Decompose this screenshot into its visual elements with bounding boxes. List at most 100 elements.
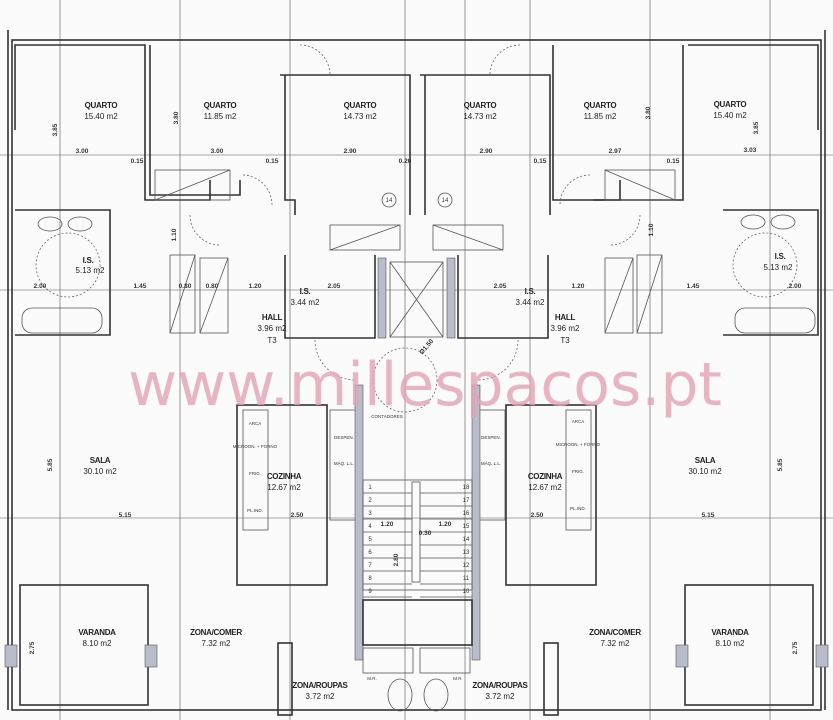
room-area: 15.40 m2 [713,111,747,120]
stair-step-number: 8 [368,576,372,582]
mr-label: M.R. [367,676,377,681]
dimension: 0.80 [179,283,192,290]
dimension: 3.80 [173,111,180,124]
unit-type: T3 [267,336,277,345]
dimension: 2.80 [393,553,400,566]
dimension: 5.85 [47,458,54,471]
section-markers: 14 14 [381,192,453,208]
room-name: I.S. [83,256,94,265]
room-area: 14.73 m2 [343,112,377,121]
stair-step-number: 1 [368,485,372,491]
room-name: SALA [695,456,716,465]
room-area: 30.10 m2 [83,467,117,476]
stair-step-number: 4 [368,524,372,530]
laundry-machine-label: MÁQ. L.L. [481,460,501,466]
freezer-label: ARCA [249,421,262,426]
room-area: 5.13 m2 [764,263,793,272]
freezer-label: ARCA [572,419,585,424]
room-area: 3.72 m2 [486,692,515,701]
room-area: 11.85 m2 [204,112,237,121]
room-name: ZONA/COMER [589,628,641,637]
dimension: 3.80 [645,106,652,119]
dimension: 1.20 [249,283,262,290]
walls [4,30,829,716]
pantry-label: DESPEN. [481,435,501,440]
dimension: 1.20 [572,283,585,290]
room-area: 3.72 m2 [306,692,335,701]
room-area: 12.67 m2 [267,483,301,492]
room-name: COZINHA [528,472,563,481]
stair-step-number: 18 [463,485,470,491]
room-labels: QUARTO 15.40 m2 QUARTO 11.85 m2 QUARTO 1… [76,100,793,701]
dimension: 1.20 [439,521,452,528]
dimension: 2.50 [291,512,304,519]
dimension: 0.20 [399,158,412,165]
stair-step-number: 14 [463,537,470,543]
stair-step-number: 2 [368,498,372,504]
room-name: HALL [262,313,283,322]
room-name: VARANDA [711,628,749,637]
dimension: 3.03 [744,147,757,154]
dimension: 2.90 [480,148,493,155]
microwave-label: MICROON. + FORNO [556,442,601,447]
dimension: 1.45 [687,283,700,290]
dimension: 5.15 [702,512,715,519]
hob-label: PL.IND. [570,506,586,511]
room-area: 3.44 m2 [516,298,545,307]
fridge-label: FRIG. [572,469,584,474]
dimension: 1.10 [648,223,655,236]
dimension: 2.75 [29,641,36,654]
marker-14-left: 14 [386,198,393,204]
room-name: QUARTO [204,101,237,110]
dimension: 3.85 [52,123,59,136]
room-name: QUARTO [85,101,118,110]
dimension: 0.15 [667,158,680,165]
dimension: 2.97 [609,148,622,155]
dimension: 3.00 [76,148,89,155]
dimension: 2.50 [531,512,544,519]
stair-step-number: 13 [463,550,470,556]
room-area: 8.10 m2 [83,639,112,648]
room-name: QUARTO [344,101,377,110]
room-name: HALL [555,313,576,322]
room-area: 15.40 m2 [84,112,118,121]
mr-label: M.R. [453,676,463,681]
room-area: 8.10 m2 [716,639,745,648]
stair-step-number: 6 [368,550,372,556]
marker-14-right: 14 [442,198,449,204]
dimension: 3.85 [753,121,760,134]
room-name: QUARTO [584,101,617,110]
room-area: 3.96 m2 [258,324,287,333]
stair-step-number: 9 [368,589,372,595]
dimension: 1.10 [171,228,178,241]
room-name: ZONA/ROUPAS [292,681,348,690]
dimension: 0.80 [206,283,219,290]
room-name: QUARTO [464,101,497,110]
watermark: www.millespacos.pt [128,350,722,420]
room-name: COZINHA [267,472,302,481]
stair-step-number: 5 [368,537,372,543]
dimension: 2.05 [328,283,341,290]
room-area: 7.32 m2 [202,639,231,648]
room-area: 14.73 m2 [463,112,497,121]
dimension: 1.20 [381,521,394,528]
room-name: ZONA/ROUPAS [472,681,528,690]
room-name: QUARTO [714,100,747,109]
pantry-label: DESPEN. [334,435,354,440]
stair-step-number: 16 [463,511,470,517]
dimension: 5.15 [119,512,132,519]
room-area: 7.32 m2 [601,639,630,648]
dimension: 0.15 [266,158,279,165]
dimension: 2.90 [344,148,357,155]
dimension: 3.00 [211,148,224,155]
room-area: 3.44 m2 [291,298,320,307]
meters-label: CONTADORES [371,414,402,419]
dimension-labels: 3.00 3.00 2.90 2.90 2.97 3.03 0.15 0.15 … [29,106,802,654]
stair-step-number: 10 [463,589,470,595]
unit-type: T3 [560,336,570,345]
room-name: I.S. [775,252,786,261]
